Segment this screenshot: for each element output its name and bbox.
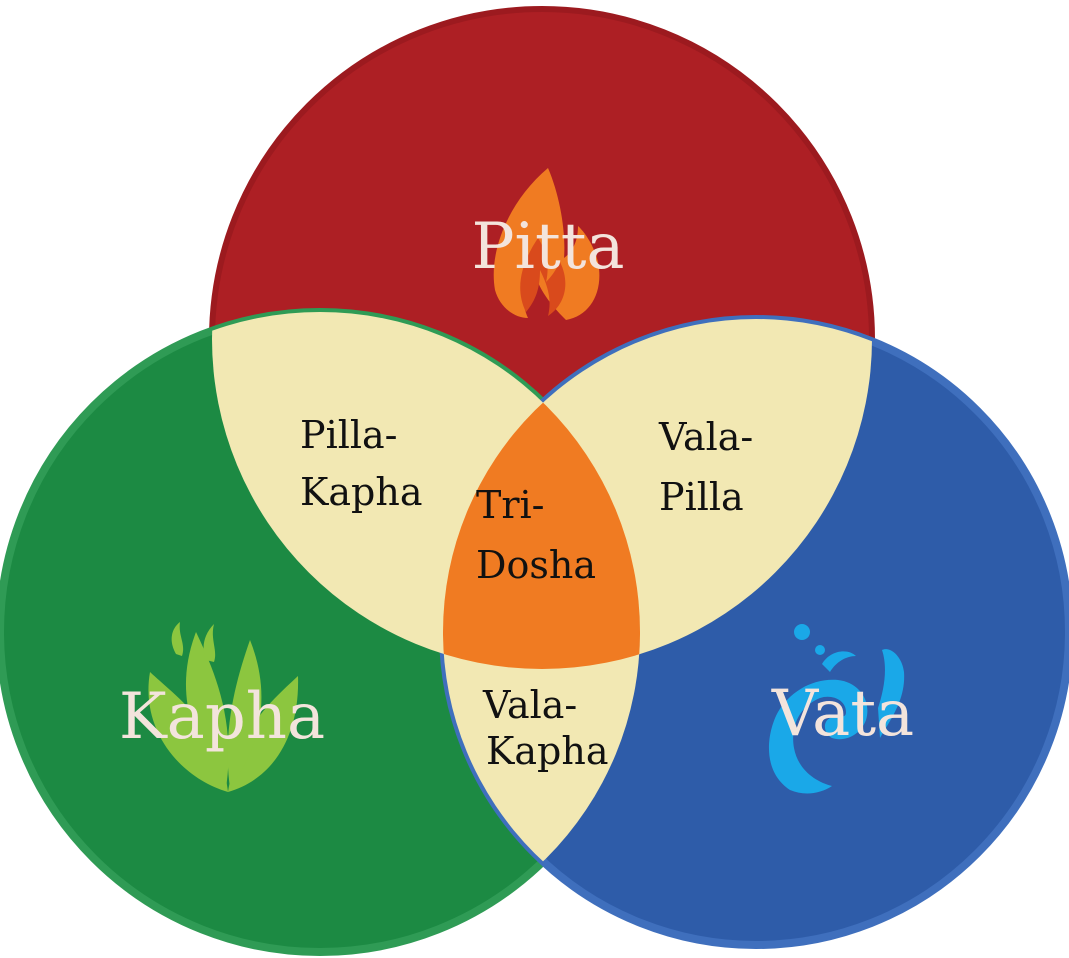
wave-icon <box>768 624 905 794</box>
leaf-icon <box>148 622 299 792</box>
tri-dosha-label: Tri- Dosha <box>476 483 596 587</box>
flame-icon <box>493 168 600 320</box>
kapha-label: Kapha <box>119 680 325 754</box>
svg-text:Vala-: Vala- <box>482 683 577 727</box>
svg-text:Vala-: Vala- <box>658 415 753 459</box>
vata-label: Vata <box>771 677 914 751</box>
svg-text:Pilla: Pilla <box>659 475 744 519</box>
svg-text:Dosha: Dosha <box>476 543 596 587</box>
svg-text:Pilla-: Pilla- <box>300 413 398 457</box>
vata-kapha-label: Vala- Kapha <box>482 683 609 773</box>
svg-text:Kapha: Kapha <box>486 729 609 773</box>
pitta-kapha-label: Pilla- Kapha <box>300 413 423 514</box>
svg-text:Kapha: Kapha <box>300 470 423 514</box>
vata-pitta-label: Vala- Pilla <box>658 415 753 519</box>
svg-text:Tri-: Tri- <box>476 483 545 527</box>
pitta-label: Pitta <box>471 210 624 284</box>
